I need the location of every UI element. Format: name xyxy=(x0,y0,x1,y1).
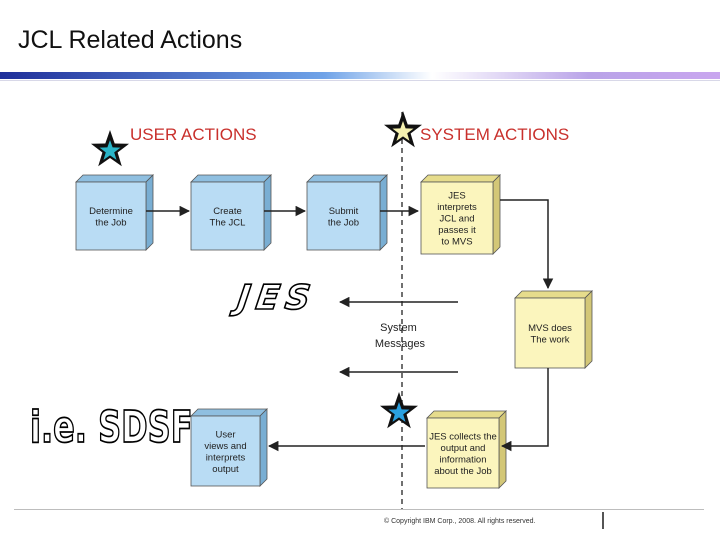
title-gradient-bar xyxy=(0,72,720,79)
star-fill xyxy=(388,402,410,422)
box-label-line: The work xyxy=(530,334,569,345)
box-side-face xyxy=(145,174,154,251)
box-top-face xyxy=(75,174,154,183)
arrow-mvs-to-collect xyxy=(500,368,549,452)
box-label-line: Submit xyxy=(329,206,359,217)
box-label-line: Determine xyxy=(89,206,133,217)
jes-annotation: JES xyxy=(229,278,319,318)
footer-tick xyxy=(602,512,604,529)
box-front-face xyxy=(190,181,265,251)
box-label-line: JES xyxy=(448,191,465,202)
yellow-star-icon xyxy=(384,111,422,148)
box-label-line: User xyxy=(215,429,235,440)
star-fill xyxy=(99,140,121,160)
box-label-line: JES collects the xyxy=(429,431,497,442)
star-fill xyxy=(392,121,414,141)
box-label-line: views and xyxy=(204,441,246,452)
box-front-face xyxy=(75,181,147,251)
blue-star-icon xyxy=(380,392,418,429)
box-side-face xyxy=(498,410,507,489)
teal-star-icon xyxy=(91,130,129,167)
system-actions-header: SYSTEM ACTIONS xyxy=(420,125,569,144)
box-label-line: passes it xyxy=(438,225,476,236)
box-front-face xyxy=(426,417,500,489)
box-label-line: output xyxy=(212,464,239,475)
box-top-face xyxy=(514,290,593,299)
box-top-face xyxy=(426,410,507,419)
box-label-line: the Job xyxy=(328,217,359,228)
box-top-face xyxy=(306,174,388,183)
box-side-face xyxy=(492,174,501,255)
box-top-face xyxy=(420,174,501,183)
box-label-line: MVS does xyxy=(528,323,572,334)
box-label-line: the Job xyxy=(95,217,126,228)
box-top-face xyxy=(190,408,268,417)
box-front-face xyxy=(420,181,494,255)
box-label-line: output and xyxy=(441,443,486,454)
title-divider xyxy=(0,80,720,81)
box-side-face xyxy=(259,408,268,487)
box-label-line: interprets xyxy=(437,202,477,213)
system-messages-label: System Messages xyxy=(375,322,426,350)
box-front-face xyxy=(514,297,586,369)
copyright-text: © Copyright IBM Corp., 2008. All rights … xyxy=(384,518,536,525)
page-title: JCL Related Actions xyxy=(18,26,243,54)
box-side-face xyxy=(379,174,388,251)
box-label-line: information xyxy=(440,454,487,465)
box-side-face xyxy=(584,290,593,369)
user-actions-header: USER ACTIONS xyxy=(130,125,257,144)
box-label-line: about the Job xyxy=(434,466,492,477)
box-label-line: Create xyxy=(213,206,242,217)
footer-divider xyxy=(14,509,704,510)
box-front-face xyxy=(190,415,261,487)
arrow-jes-to-mvs xyxy=(500,199,554,290)
box-side-face xyxy=(263,174,272,251)
sdsf-annotation: i.e. SDSF xyxy=(30,402,193,452)
box-label-line: The JCL xyxy=(210,217,246,228)
box-label-line: to MVS xyxy=(441,237,472,248)
box-front-face xyxy=(306,181,381,251)
box-label-line: JCL and xyxy=(439,214,474,225)
box-top-face xyxy=(190,174,272,183)
box-label-line: interprets xyxy=(206,452,246,463)
